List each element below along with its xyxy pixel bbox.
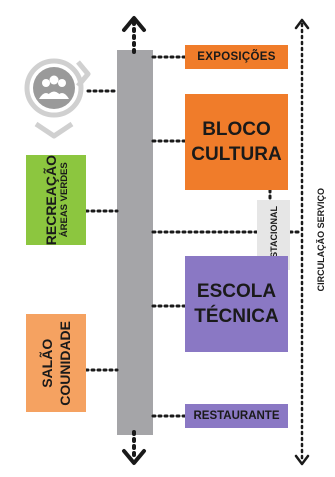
circulacao-servico-label-wrap: CIRCULAÇÃO SERVIÇO — [313, 140, 329, 340]
service-arrow-down-icon — [294, 454, 310, 466]
dotted-connectors — [84, 55, 302, 418]
bloco-cultura-box: BLOCO CULTURA — [185, 94, 288, 190]
escola-tecnica-label: ESCOLA TÉCNICA — [194, 281, 279, 327]
salao-label: SALÃO COUNIDADE — [39, 320, 73, 406]
main-circulation-bar — [117, 50, 153, 435]
areas-verdes-label: ÁREAS VERDES — [58, 162, 70, 238]
exposicoes-box: EXPOSIÇÕES — [185, 45, 288, 69]
main-arrow-up-icon — [122, 16, 146, 32]
recreacao-box: RECREAÇÃO ÁREAS VERDES — [26, 155, 86, 245]
bloco-cultura-label: BLOCO CULTURA — [191, 119, 282, 165]
recreacao-label: RECREAÇÃO — [42, 154, 59, 246]
circulacao-servico-label: CIRCULAÇÃO SERVIÇO — [316, 188, 326, 292]
escola-tecnica-box: ESCOLA TÉCNICA — [185, 256, 288, 352]
salao-box: SALÃO COUNIDADE — [26, 314, 86, 412]
main-arrow-down-icon — [122, 449, 146, 465]
restaurante-label: RESTAURANTE — [193, 410, 280, 422]
restaurante-box: RESTAURANTE — [185, 404, 288, 428]
people-group-icon — [24, 58, 91, 139]
service-arrow-up-icon — [294, 18, 310, 30]
exposicoes-label: EXPOSIÇÕES — [197, 51, 276, 63]
